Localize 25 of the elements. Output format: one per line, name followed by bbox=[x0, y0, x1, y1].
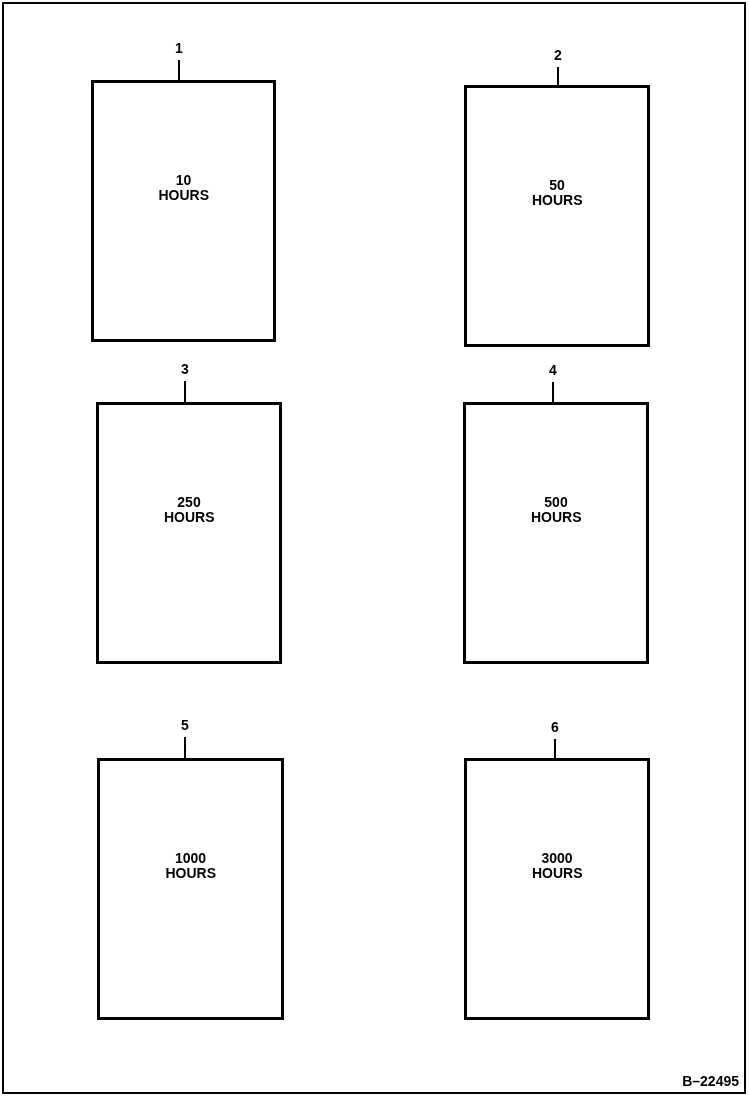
leader-line bbox=[184, 736, 186, 759]
callout-number: 1 bbox=[169, 41, 189, 55]
interval-label: 250 HOURS bbox=[164, 495, 214, 525]
callout-number: 4 bbox=[543, 363, 563, 377]
callout-number: 5 bbox=[175, 718, 195, 732]
service-interval-box bbox=[464, 85, 650, 347]
callout-number: 2 bbox=[548, 48, 568, 62]
leader-line bbox=[557, 66, 559, 86]
figure-number: B–22495 bbox=[682, 1073, 739, 1089]
interval-label: 10 HOURS bbox=[158, 173, 209, 203]
leader-line bbox=[552, 381, 554, 403]
interval-label: 1000 HOURS bbox=[165, 851, 216, 881]
callout-number: 6 bbox=[545, 720, 565, 734]
interval-label: 50 HOURS bbox=[532, 178, 582, 208]
service-interval-box bbox=[97, 758, 284, 1020]
leader-line bbox=[178, 59, 180, 81]
service-interval-box bbox=[96, 402, 282, 664]
service-interval-box bbox=[464, 758, 650, 1020]
leader-line bbox=[184, 380, 186, 403]
interval-label: 500 HOURS bbox=[531, 495, 581, 525]
service-interval-box bbox=[463, 402, 649, 664]
leader-line bbox=[554, 738, 556, 759]
callout-number: 3 bbox=[175, 362, 195, 376]
interval-label: 3000 HOURS bbox=[532, 851, 582, 881]
service-interval-box bbox=[91, 80, 276, 342]
